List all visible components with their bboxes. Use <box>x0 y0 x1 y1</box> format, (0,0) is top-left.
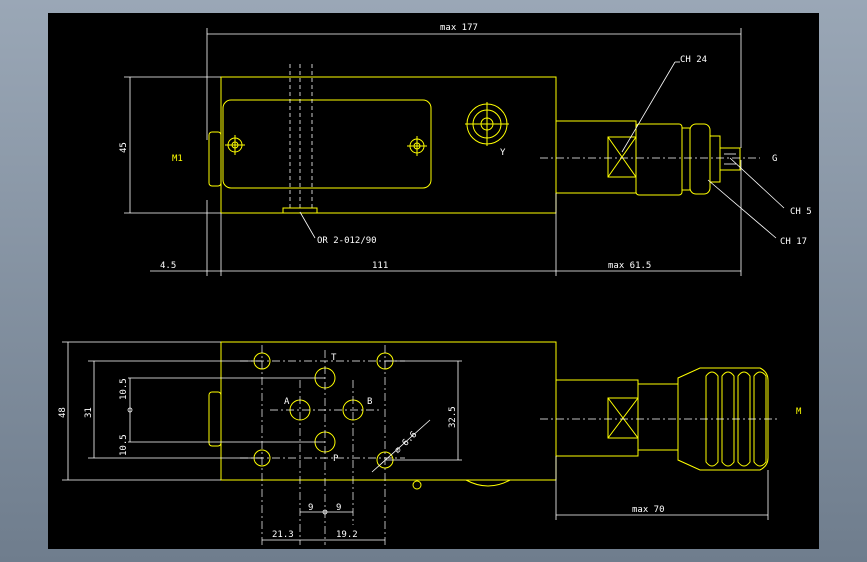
label-b: B <box>367 397 372 407</box>
dim-10-5-upper: 10.5 <box>119 378 129 400</box>
bottom-view: T A B P M 48 31 10.5 10.5 32.5 ⌀ 6.6 <box>58 341 802 545</box>
hex-ch17 <box>689 123 711 195</box>
bottom-left-nub <box>208 391 222 447</box>
dim-32-5: 32.5 <box>448 406 458 428</box>
label-m: M <box>796 407 802 417</box>
callout-ch24: CH 24 <box>680 55 707 65</box>
dim-9-right: 9 <box>336 503 341 513</box>
label-a: A <box>284 397 290 407</box>
cap <box>635 123 683 196</box>
dim-45: 45 <box>119 142 129 153</box>
dim-hole-diameter: ⌀ 6.6 <box>393 430 419 456</box>
left-nub <box>208 131 222 187</box>
cover-plate <box>222 99 432 189</box>
dim-max-61-5: max 61.5 <box>608 261 651 271</box>
top-body <box>220 76 557 214</box>
label-y: Y <box>500 148 506 158</box>
dim-31: 31 <box>84 407 94 418</box>
dim-19-2: 19.2 <box>336 530 358 540</box>
dim-4-5: 4.5 <box>160 261 176 271</box>
callout-oring: OR 2-012/90 <box>317 236 377 246</box>
dim-10-5-lower: 10.5 <box>119 434 129 456</box>
label-p: P <box>333 454 339 464</box>
technical-drawing: M1 Y G CH 24 CH 5 CH 17 OR 2-012/90 max … <box>58 23 812 545</box>
oring-groove <box>282 207 318 214</box>
dim-9-left: 9 <box>308 503 313 513</box>
drawing-canvas: M1 Y G CH 24 CH 5 CH 17 OR 2-012/90 max … <box>48 13 819 549</box>
top-view: M1 Y G CH 24 CH 5 CH 17 OR 2-012/90 max … <box>119 23 812 276</box>
knob <box>677 367 769 471</box>
bottom-body <box>220 341 557 481</box>
callout-ch17: CH 17 <box>780 237 807 247</box>
dim-48: 48 <box>58 407 68 418</box>
bottom-cartridge <box>555 379 639 457</box>
mounting-holes <box>253 352 394 469</box>
label-g: G <box>772 154 777 164</box>
label-t: T <box>331 353 337 363</box>
label-m1: M1 <box>172 154 183 164</box>
callout-ch5: CH 5 <box>790 207 812 217</box>
dim-max-177: max 177 <box>440 23 478 33</box>
dim-111: 111 <box>372 261 388 271</box>
cartridge-body <box>555 120 637 194</box>
dim-21-3: 21.3 <box>272 530 294 540</box>
dim-max-70: max 70 <box>632 505 665 515</box>
hex-ch5 <box>719 147 741 171</box>
